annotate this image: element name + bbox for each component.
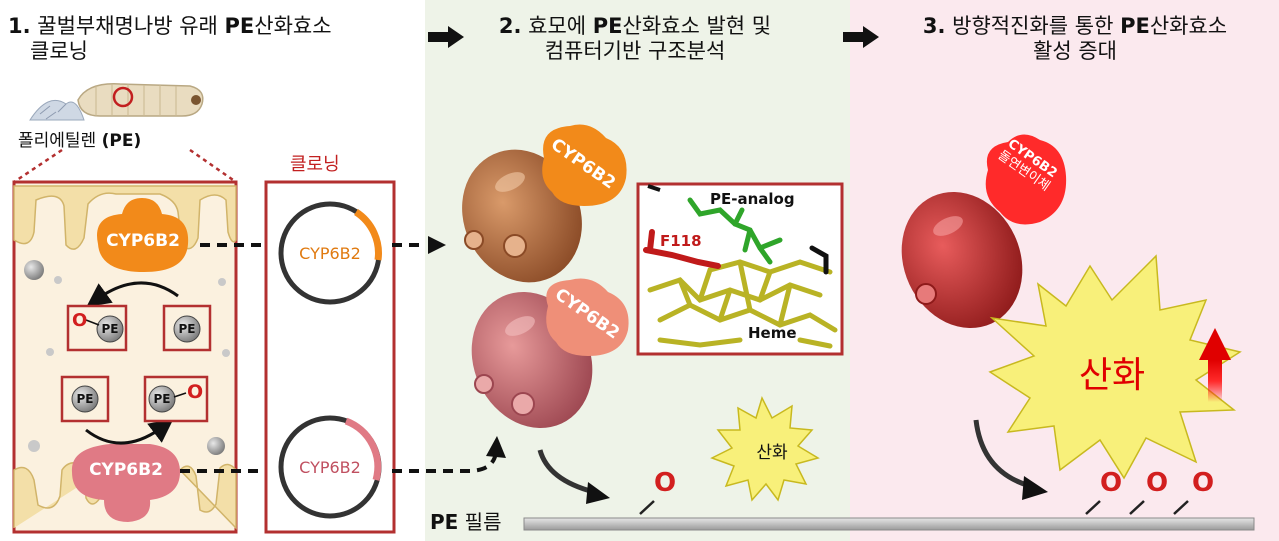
oxygen-label: O [1100, 468, 1123, 498]
polyethylene-label: 폴리에틸렌 (PE) [18, 131, 142, 151]
step-1-title: 1. 꿀벌부채명나방 유래 PE산화효소 클로닝 [8, 14, 332, 63]
yeast-cell-pink [471, 278, 629, 429]
enzyme-label-orange: CYP6B2 [106, 231, 180, 251]
pe-label: PE [101, 322, 119, 336]
oxygen-label: O [654, 468, 677, 498]
protein-structure-inset [636, 182, 844, 356]
plasmid-label-pink: CYP6B2 [299, 458, 361, 477]
pe-film [523, 517, 1255, 531]
step-arrow-icon [843, 26, 879, 48]
plasmid-label-orange: CYP6B2 [299, 244, 361, 263]
oxygen-label: O [1146, 468, 1169, 498]
polyethylene-pile-icon [29, 100, 85, 121]
enzyme-label-pink: CYP6B2 [89, 460, 163, 480]
oxidation-label-large: 산화 [1078, 355, 1146, 396]
oxygen-label: O [72, 310, 88, 331]
oxygen-label: O [1192, 468, 1215, 498]
oxygen-label: O [187, 381, 204, 403]
step-3-title: 3. 방향적진화를 통한 PE산화효소 활성 증대 [922, 14, 1228, 63]
oxidation-burst-large [988, 254, 1242, 480]
step-2-title: 2. 효모에 PE산화효소 발현 및 컴퓨터기반 구조분석 [498, 14, 772, 63]
increase-arrow-icon [1199, 328, 1231, 402]
pe-label: PE [153, 392, 171, 406]
cofactor-label: Heme [748, 324, 797, 342]
pe-film-label: PE 필름 [430, 510, 502, 534]
pe-label: PE [76, 392, 94, 406]
yeast-cell-mutant [901, 134, 1067, 329]
oxidation-label-small: 산화 [756, 443, 788, 463]
yeast-cell-brown [462, 124, 627, 283]
plasmid-panel [264, 180, 396, 534]
residue-label: F118 [660, 232, 702, 250]
cloning-label: 클로닝 [290, 154, 340, 175]
ligand-label: PE-analog [710, 190, 795, 208]
step-arrow-icon [428, 26, 464, 48]
gut-cell-panel [12, 180, 238, 534]
wax-moth-larva-icon [77, 83, 204, 117]
pe-label: PE [178, 322, 196, 336]
oxidation-burst-small [710, 395, 820, 502]
